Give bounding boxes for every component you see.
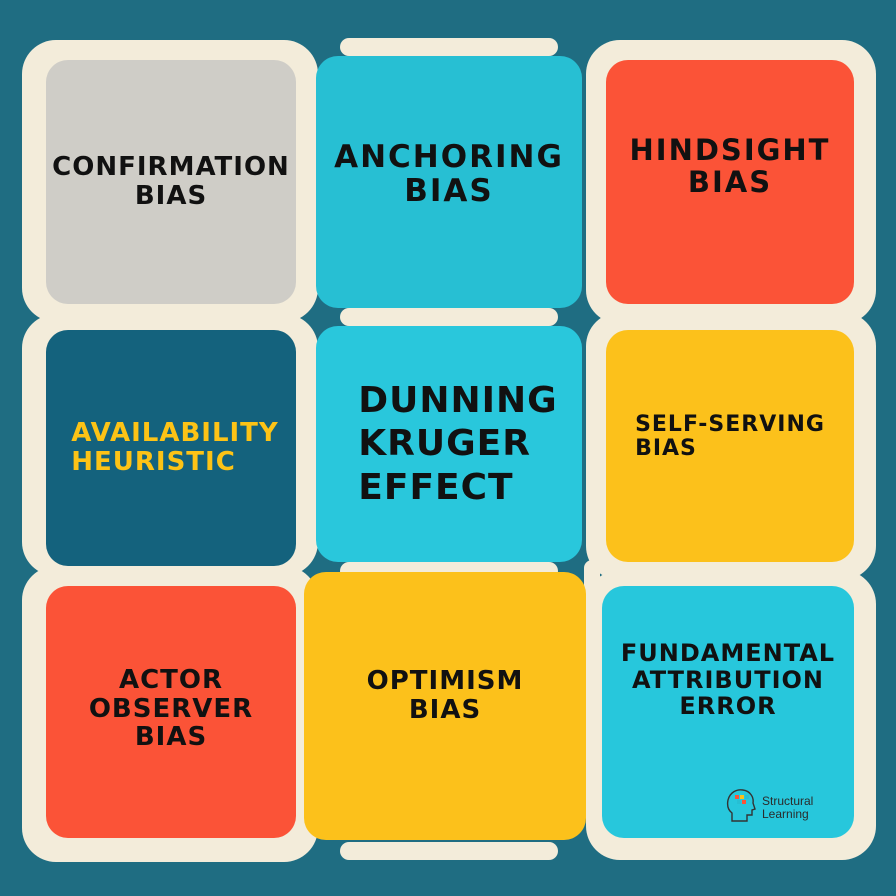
bar-top: [340, 38, 558, 56]
label-dunning-kruger-effect: DUNNING KRUGER EFFECT: [358, 380, 558, 508]
label-anchoring-bias: ANCHORING BIAS: [334, 138, 564, 209]
tile-actor-observer-bias: ACTOR OBSERVER BIAS: [46, 586, 296, 838]
tile-fundamental-attribution-error: FUNDAMENTAL ATTRIBUTION ERROR: [602, 586, 854, 838]
bar-vertical-left: [294, 322, 310, 554]
tile-self-serving-bias: SELF-SERVING BIAS: [606, 330, 854, 562]
bar-bottom: [340, 842, 558, 860]
tile-anchoring-bias: ANCHORING BIAS: [316, 56, 582, 308]
label-optimism-bias: OPTIMISM BIAS: [366, 666, 524, 725]
tile-dunning-kruger-effect: DUNNING KRUGER EFFECT: [316, 326, 582, 562]
label-availability-heuristic: AVAILABILITY HEURISTIC: [71, 418, 279, 477]
tile-optimism-bias: OPTIMISM BIAS: [304, 572, 586, 840]
label-hindsight-bias: HINDSIGHT BIAS: [629, 133, 831, 199]
structural-learning-logo: Structural Learning: [726, 788, 836, 828]
head-profile-icon: [726, 787, 756, 829]
bar-middle: [340, 308, 558, 326]
bar-vertical-right: [584, 560, 600, 640]
label-confirmation-bias: CONFIRMATION BIAS: [52, 152, 290, 211]
label-actor-observer-bias: ACTOR OBSERVER BIAS: [88, 665, 254, 753]
logo-text: Structural Learning: [762, 793, 814, 821]
tile-confirmation-bias: CONFIRMATION BIAS: [46, 60, 296, 304]
tile-availability-heuristic: AVAILABILITY HEURISTIC: [46, 330, 296, 566]
label-fundamental-attribution-error: FUNDAMENTAL ATTRIBUTION ERROR: [620, 639, 836, 721]
tile-hindsight-bias: HINDSIGHT BIAS: [606, 60, 854, 304]
label-self-serving-bias: SELF-SERVING BIAS: [635, 411, 825, 461]
